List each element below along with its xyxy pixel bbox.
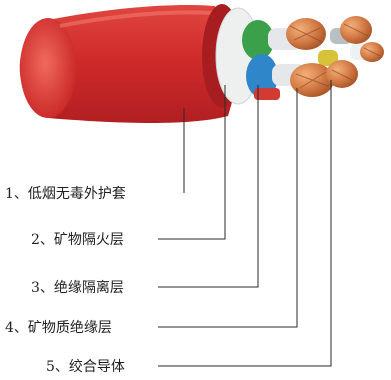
leader-line-2 [158, 85, 226, 240]
label-5: 5、绞合导体 [46, 358, 125, 375]
label-3: 3、绝缘隔离层 [31, 279, 124, 296]
label-5-text: 绞合导体 [69, 358, 125, 375]
label-5-separator: 、 [55, 359, 69, 375]
label-4-text: 矿物质绝缘层 [28, 320, 112, 336]
label-3-text: 绝缘隔离层 [54, 279, 124, 296]
leader-line-5 [158, 80, 332, 367]
label-4: 4、矿物质绝缘层 [5, 320, 112, 336]
copper-conductors [286, 16, 384, 97]
label-1-number: 1 [5, 186, 14, 202]
label-2-number: 2 [31, 232, 40, 248]
layer-labels: 1、低烟无毒外护套 2、矿物隔火层 3、绝缘隔离层 4、矿物质绝缘层 5、绞合导… [5, 186, 126, 375]
leader-lines [158, 80, 332, 367]
green-core-insulation [242, 20, 274, 60]
leader-line-3 [158, 85, 259, 288]
blue-core-insulation [246, 54, 278, 98]
cable-illustration [19, 4, 384, 124]
leader-line-4 [158, 88, 298, 328]
label-2-separator: 、 [40, 232, 54, 248]
label-4-number: 4 [5, 320, 14, 336]
sheath-highlight [59, 10, 213, 28]
label-1-separator: 、 [14, 186, 28, 202]
label-3-number: 3 [31, 280, 40, 296]
label-1: 1、低烟无毒外护套 [5, 186, 126, 202]
label-2-text: 矿物隔火层 [54, 232, 124, 248]
label-5-number: 5 [46, 359, 55, 375]
label-3-separator: 、 [40, 280, 54, 296]
red-isolation-band [254, 88, 280, 100]
label-1-text: 低烟无毒外护套 [28, 186, 126, 202]
label-4-separator: 、 [14, 320, 28, 336]
label-2: 2、矿物隔火层 [31, 232, 124, 248]
yellow-core-insulation [318, 50, 338, 66]
outer-sheath-body [19, 4, 235, 124]
outer-sheath-end [20, 18, 76, 118]
